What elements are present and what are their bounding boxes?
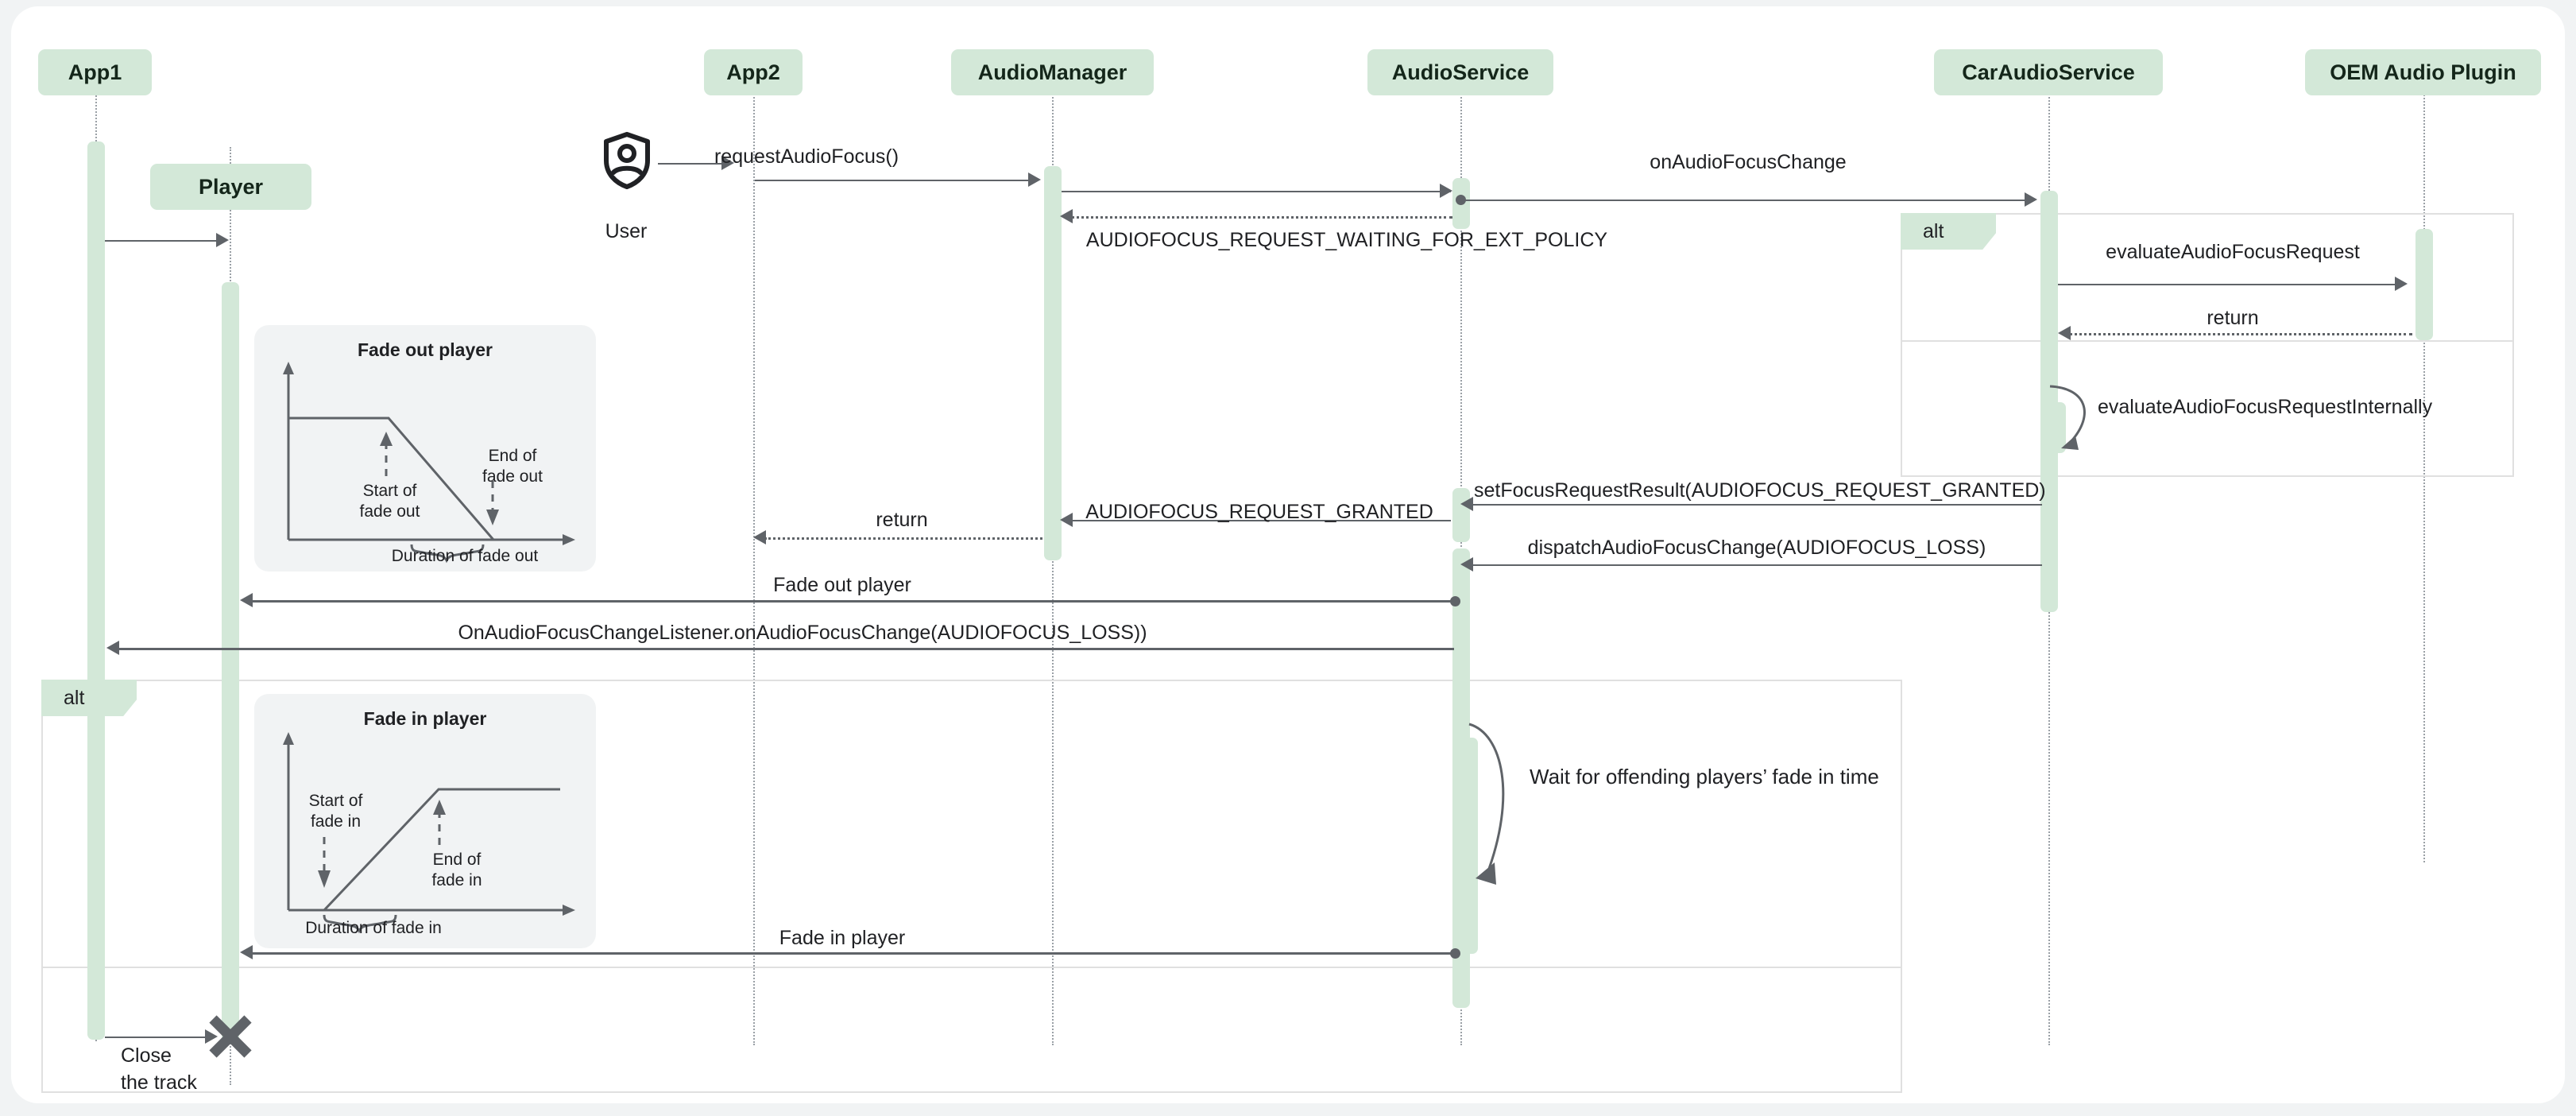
note-fade-out-end-label: End of fade out [482,447,543,486]
message-setfocusrequestresult-arrow [1460,497,1473,511]
message-fade-in-player-arrow [240,945,253,959]
message-fade-in-player-origin-dot [1450,948,1460,959]
participant-oemplugin-label: OEM Audio Plugin [2330,60,2516,84]
message-audiomanager-return-line [764,537,1042,540]
message-audiofocus-request-granted-line [1071,520,1451,521]
message-onaudiofocuschange-label: onAudioFocusChange [1650,151,1847,173]
message-evaluate-audio-focus-request-label: evaluateAudioFocusRequest [2106,241,2360,263]
message-user-to-app2-line [658,163,723,165]
message-evaluate-audio-focus-request-line [2058,284,2398,285]
destroy-x-icon [207,1013,254,1060]
message-evaluate-internally-selfarrow [2044,380,2115,459]
message-onaudiofocuschangelistener-line [118,648,1454,650]
message-close-the-track-label: Close the track [121,1044,197,1094]
message-fade-in-player-line [251,952,1454,955]
message-onaudiofocuschange-origin-dot [1456,195,1466,205]
participant-app1-label: App1 [68,60,122,84]
note-fade-in-duration-label: Duration of fade in [305,919,442,937]
message-request-audio-focus-label: requestAudioFocus() [714,145,899,168]
message-fade-out-player-origin-dot [1450,596,1460,606]
message-onaudiofocuschange-arrow [2025,192,2037,207]
activation-app1 [87,141,105,1040]
message-close-the-track-arrow [205,1029,218,1044]
participant-player[interactable]: Player [150,164,311,210]
message-dispatchaudiofocuschange-arrow [1460,557,1473,572]
message-audiomanager-to-audioservice-arrow [1440,184,1452,198]
message-audiofocus-request-granted-label: AUDIOFOCUS_REQUEST_GRANTED [1085,501,1433,523]
participant-audioservice-label: AudioService [1391,60,1530,84]
message-wait-for-fade-in-label: Wait for offending players’ fade in time [1530,765,1879,789]
message-wait-for-fade-in-selfarrow [1464,719,1544,894]
message-dispatchaudiofocuschange-label: dispatchAudioFocusChange(AUDIOFOCUS_LOSS… [1527,537,1986,559]
note-fade-in-start-label: Start of fade in [308,792,363,831]
message-app1-to-player-line [105,240,218,242]
message-evaluate-audio-focus-request-arrow [2395,277,2408,291]
message-fade-in-player-label: Fade in player [779,927,906,949]
message-fade-out-player-arrow [240,593,253,607]
message-dispatchaudiofocuschange-line [1472,564,2042,566]
activation-caraudioservice [2040,191,2058,612]
message-setfocusrequestresult-label: setFocusRequestResult(AUDIOFOCUS_REQUEST… [1474,479,2046,502]
note-fade-in-title: Fade in player [363,708,487,729]
message-audiomanager-return-label: return [876,509,928,531]
participant-caraudioservice[interactable]: CarAudioService [1934,49,2163,95]
message-fade-out-player-line [251,600,1454,603]
participant-audiomanager[interactable]: AudioManager [951,49,1154,95]
message-onaudiofocuschange-line [1464,200,2029,201]
message-waiting-for-ext-policy-line [1071,216,1452,219]
message-audiomanager-to-audioservice-line [1062,191,1451,192]
note-fade-out-title: Fade out player [358,339,493,360]
alt-frame-right-divider [1901,340,2514,342]
message-audiofocus-request-granted-arrow [1060,513,1073,527]
participant-app1[interactable]: App1 [38,49,152,95]
message-fade-out-player-label: Fade out player [773,574,911,596]
message-oem-return-label: return [2207,307,2259,329]
message-waiting-for-ext-policy-arrow [1060,209,1073,223]
note-fade-out-start-label: Start of fade out [359,482,420,521]
message-waiting-for-ext-policy-label: AUDIOFOCUS_REQUEST_WAITING_FOR_EXT_POLIC… [1085,229,1608,251]
message-setfocusrequestresult-line [1472,504,2042,506]
activation-oemplugin [2415,229,2433,340]
message-oem-return-line [2069,333,2412,335]
activation-player [222,282,239,1041]
message-app2-to-audiomanager-arrow [1028,172,1041,187]
participant-app2[interactable]: App2 [704,49,803,95]
alt-frame-right [1901,213,2514,477]
participant-oemplugin[interactable]: OEM Audio Plugin [2305,49,2541,95]
lifeline-oemplugin [2423,76,2425,862]
note-fade-out-player: Fade out player Start of fade out End of… [254,325,596,572]
message-oem-return-arrow [2058,326,2071,340]
participant-caraudioservice-label: CarAudioService [1962,60,2135,84]
shield-user-icon [602,132,652,189]
participant-audiomanager-label: AudioManager [977,60,1127,84]
lifeline-app2 [753,76,755,1045]
note-fade-out-duration-label: Duration of fade out [391,547,539,565]
message-onaudiofocuschangelistener-arrow [106,641,119,655]
message-app1-to-player-arrow [216,233,229,247]
message-close-the-track-line [105,1037,207,1038]
activation-audioservice-self [1460,738,1478,954]
lifeline-audiomanager [1052,76,1054,1045]
message-evaluate-internally-label: evaluateAudioFocusRequestInternally [2098,396,2433,418]
activation-audiomanager [1044,166,1062,560]
alt-frame-left-divider [41,967,1902,968]
activation-caraudioservice-self [2048,402,2066,453]
note-fade-in-end-label: End of fade in [431,851,482,890]
note-fade-in-player: Fade in player Start of fade in End of f… [254,694,596,948]
message-audiomanager-return-arrow [753,530,766,544]
participant-app2-label: App2 [726,60,780,84]
participant-player-label: Player [198,174,264,199]
message-onaudiofocuschangelistener-label: OnAudioFocusChangeListener.onAudioFocusC… [458,622,1147,644]
message-app2-to-audiomanager-line [755,180,1030,181]
participant-audioservice[interactable]: AudioService [1367,49,1553,95]
actor-user-label: User [605,220,648,242]
message-user-to-app2-arrow [721,156,734,170]
alt-frame-right-tag: alt [1901,213,1996,250]
alt-frame-left [41,680,1902,1093]
